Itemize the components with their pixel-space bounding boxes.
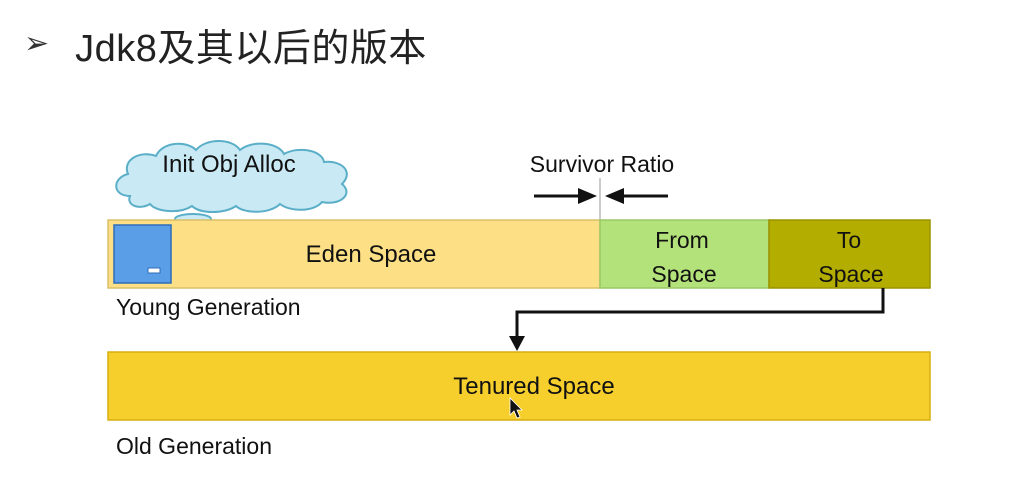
slide-title-row: ➢ Jdk8及其以后的版本: [24, 14, 427, 74]
to-space-box: [768, 219, 931, 289]
from-space-label-line2: Space: [651, 261, 716, 287]
right-pointing-arrow-icon: [534, 188, 597, 204]
mouse-cursor-icon: [509, 397, 523, 419]
down-arrow-icon: [509, 336, 525, 351]
tenured-space-label: Tenured Space: [453, 373, 614, 400]
promotion-connector-arrow: [509, 288, 885, 351]
old-generation-label: Old Generation: [116, 433, 272, 459]
init-obj-alloc-cloud: Init Obj Alloc: [115, 140, 348, 250]
from-space-label-line1: From: [655, 227, 709, 253]
cloud-shape: [115, 140, 348, 213]
to-space-label-line1: To: [837, 227, 861, 253]
to-space-label-line2: Space: [818, 261, 883, 287]
eden-space-label: Eden Space: [306, 241, 437, 268]
eden-space-box: [107, 219, 601, 289]
from-space-box: [599, 219, 770, 289]
cloud-label: Init Obj Alloc: [162, 151, 295, 178]
survivor-ratio-label: Survivor Ratio: [530, 151, 674, 177]
left-pointing-arrow-icon: [605, 188, 668, 204]
bullet-arrow-icon: ➢: [24, 27, 50, 60]
new-object-icon: [113, 224, 172, 284]
young-generation-label: Young Generation: [116, 294, 301, 320]
slide-title: Jdk8及其以后的版本: [75, 27, 427, 70]
